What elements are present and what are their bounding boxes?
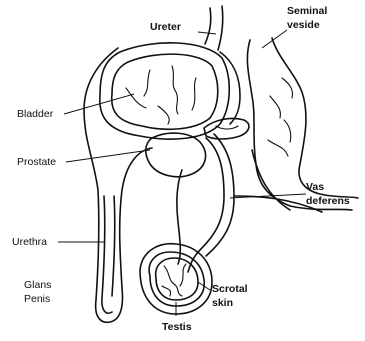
label-urethra: Urethra [12,236,47,248]
label-seminal-line1: Seminal [287,5,327,17]
label-scrotal-line2: skin [212,297,233,309]
label-prostate: Prostate [17,156,56,168]
label-scrotal-line1: Scrotal [212,283,248,295]
label-glans-line2: Penis [24,293,50,305]
label-bladder: Bladder [17,108,54,120]
label-seminal-line2: veside [287,19,320,31]
seminal-vesicle [204,118,249,139]
label-ureter: Ureter [150,21,181,33]
label-vas-line1: Vas [306,181,324,193]
label-testis: Testis [162,321,192,333]
vas-deferens [177,134,322,272]
label-glans-line1: Glans [24,279,51,291]
testis [149,252,204,306]
label-vas-line2: deferens [306,195,350,207]
urethra [102,196,115,313]
body-outline [84,48,240,322]
ureter [205,6,223,50]
